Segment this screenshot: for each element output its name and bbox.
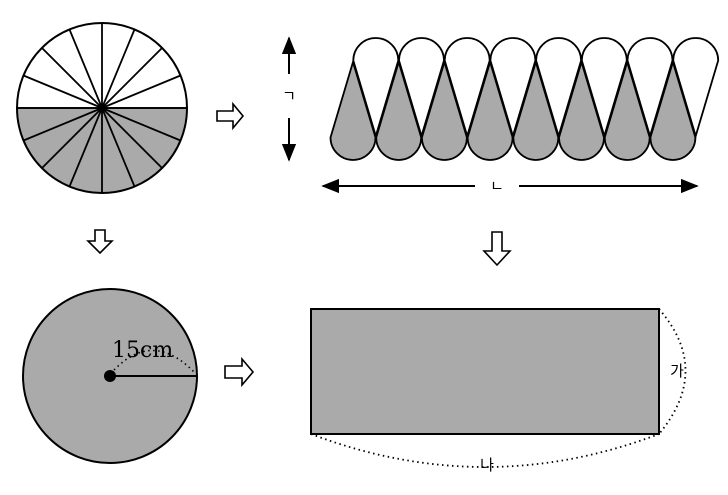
sector-line xyxy=(68,29,103,109)
rect-width-label: 나 xyxy=(474,452,500,478)
gray-slice xyxy=(603,58,651,161)
sector-line xyxy=(23,107,103,142)
sector-line xyxy=(41,47,103,109)
gray-slice xyxy=(649,58,697,161)
rect-height-label: 가 xyxy=(664,358,690,384)
sector-line xyxy=(101,107,181,142)
rearranged-slices xyxy=(329,37,720,161)
hollow-arrow-icon xyxy=(224,356,255,388)
white-slice xyxy=(626,37,674,140)
white-slice xyxy=(489,37,537,140)
rect-height-dotted xyxy=(658,308,687,435)
hollow-arrow-icon xyxy=(482,231,512,267)
gray-slice xyxy=(512,58,560,161)
sector-line xyxy=(101,47,163,109)
sector-line xyxy=(101,74,181,109)
length-label: ㄴ xyxy=(484,173,510,199)
hollow-arrow-icon xyxy=(86,229,114,255)
sector-line xyxy=(101,107,136,187)
sliced-circle xyxy=(16,22,188,194)
white-slice xyxy=(398,37,445,140)
height-label: ㄱ xyxy=(276,83,302,109)
sector-line xyxy=(101,107,163,169)
shaded-rectangle xyxy=(310,308,660,435)
white-slice xyxy=(580,37,628,140)
center-dot xyxy=(104,370,116,382)
radius-dotted-arc xyxy=(113,349,195,373)
gray-slice xyxy=(466,58,514,161)
white-slice xyxy=(443,37,491,140)
sector-line xyxy=(41,107,103,169)
sector-line xyxy=(101,29,136,109)
white-slice xyxy=(535,37,583,140)
radius-label: 15cm xyxy=(112,338,174,363)
white-slice xyxy=(672,37,720,140)
hollow-arrow-icon xyxy=(216,101,245,131)
gray-slice xyxy=(558,58,605,161)
gray-slice xyxy=(420,58,468,161)
gray-slice xyxy=(329,58,377,161)
white-slice xyxy=(352,37,400,140)
sector-line xyxy=(23,74,103,109)
sector-line xyxy=(68,107,103,187)
gray-slice xyxy=(375,58,423,161)
